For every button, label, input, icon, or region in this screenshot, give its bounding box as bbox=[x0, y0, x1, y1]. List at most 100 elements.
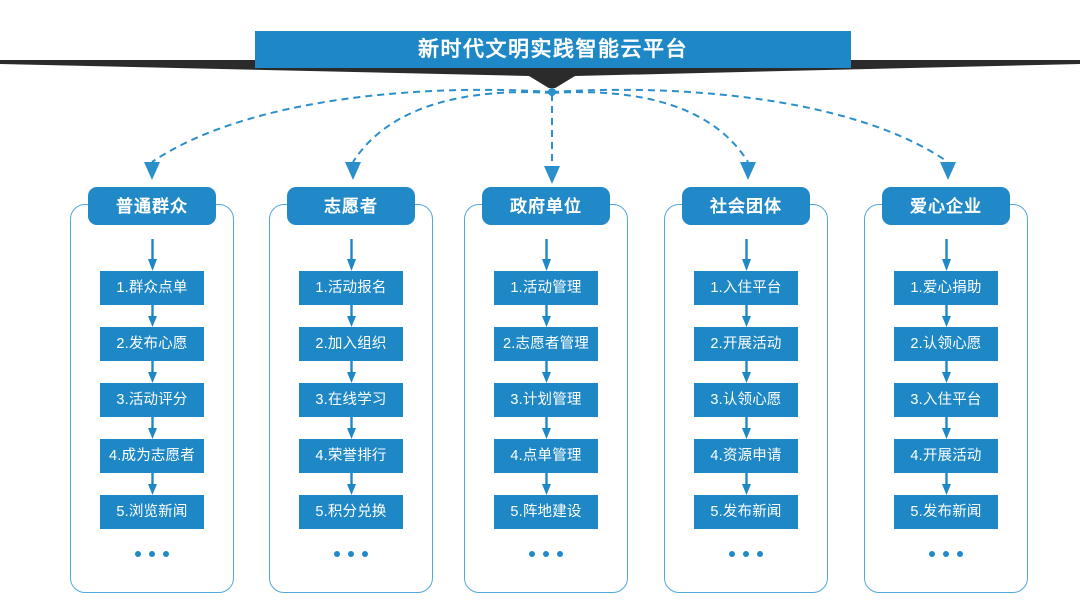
step-item[interactable]: 4.开展活动 bbox=[894, 439, 998, 473]
down-arrow-icon bbox=[541, 239, 551, 271]
role-column-aixinqiye[interactable]: 爱心企业 1.爱心捐助 2.认领心愿 3.入住平台 4.开展活动 5.发布新闻 bbox=[864, 187, 1028, 593]
step-label: 5.阵地建设 bbox=[510, 503, 582, 520]
step-item[interactable]: 4.成为志愿者 bbox=[100, 439, 204, 473]
down-arrow-icon bbox=[941, 305, 951, 327]
step-item[interactable]: 5.积分兑换 bbox=[299, 495, 403, 529]
column-steps-3: 1.活动管理 2.志愿者管理 3.计划管理 4.点单管理 5.阵地建设 bbox=[465, 239, 627, 592]
role-column-shehuituanti[interactable]: 社会团体 1.入住平台 2.开展活动 3.认领心愿 4.资源申请 5.发布新闻 bbox=[664, 187, 828, 593]
down-arrow-icon bbox=[346, 473, 356, 495]
down-arrow-icon bbox=[941, 473, 951, 495]
step-label: 2.加入组织 bbox=[315, 335, 387, 352]
column-header-5[interactable]: 爱心企业 bbox=[882, 187, 1010, 225]
step-label: 3.活动评分 bbox=[116, 391, 188, 408]
more-indicator bbox=[135, 551, 169, 557]
title-banner: 新时代文明实践智能云平台 bbox=[0, 0, 1080, 100]
step-item[interactable]: 1.活动报名 bbox=[299, 271, 403, 305]
step-item[interactable]: 2.发布心愿 bbox=[100, 327, 204, 361]
connector-arrowhead-2 bbox=[345, 162, 361, 180]
dot-icon bbox=[163, 551, 169, 557]
step-label: 5.浏览新闻 bbox=[116, 503, 188, 520]
column-header-3[interactable]: 政府单位 bbox=[482, 187, 610, 225]
down-arrow-icon bbox=[147, 473, 157, 495]
step-item[interactable]: 4.荣誉排行 bbox=[299, 439, 403, 473]
step-item[interactable]: 5.浏览新闻 bbox=[100, 495, 204, 529]
more-indicator bbox=[729, 551, 763, 557]
step-label: 4.成为志愿者 bbox=[109, 447, 195, 464]
page-title: 新时代文明实践智能云平台 bbox=[418, 38, 688, 61]
step-label: 4.点单管理 bbox=[510, 447, 582, 464]
step-item[interactable]: 1.活动管理 bbox=[494, 271, 598, 305]
step-item[interactable]: 5.发布新闻 bbox=[894, 495, 998, 529]
column-header-2[interactable]: 志愿者 bbox=[287, 187, 415, 225]
step-item[interactable]: 2.志愿者管理 bbox=[494, 327, 598, 361]
dot-icon bbox=[557, 551, 563, 557]
down-arrow-icon bbox=[541, 305, 551, 327]
column-header-4[interactable]: 社会团体 bbox=[682, 187, 810, 225]
step-label: 3.入住平台 bbox=[910, 391, 982, 408]
down-arrow-icon bbox=[147, 305, 157, 327]
down-arrow-icon bbox=[741, 361, 751, 383]
step-item[interactable]: 3.在线学习 bbox=[299, 383, 403, 417]
dot-icon bbox=[348, 551, 354, 557]
more-indicator bbox=[929, 551, 963, 557]
down-arrow-icon bbox=[346, 361, 356, 383]
step-label: 5.发布新闻 bbox=[910, 503, 982, 520]
step-item[interactable]: 1.爱心捐助 bbox=[894, 271, 998, 305]
step-item[interactable]: 5.发布新闻 bbox=[694, 495, 798, 529]
down-arrow-icon bbox=[941, 417, 951, 439]
step-item[interactable]: 2.开展活动 bbox=[694, 327, 798, 361]
dot-icon bbox=[362, 551, 368, 557]
step-item[interactable]: 3.活动评分 bbox=[100, 383, 204, 417]
dot-icon bbox=[334, 551, 340, 557]
step-label: 2.发布心愿 bbox=[116, 335, 188, 352]
step-label: 3.认领心愿 bbox=[710, 391, 782, 408]
column-header-label: 爱心企业 bbox=[910, 196, 982, 216]
step-item[interactable]: 3.入住平台 bbox=[894, 383, 998, 417]
step-label: 5.发布新闻 bbox=[710, 503, 782, 520]
step-item[interactable]: 4.点单管理 bbox=[494, 439, 598, 473]
step-item[interactable]: 5.阵地建设 bbox=[494, 495, 598, 529]
down-arrow-icon bbox=[147, 239, 157, 271]
down-arrow-icon bbox=[541, 473, 551, 495]
step-item[interactable]: 1.入住平台 bbox=[694, 271, 798, 305]
step-label: 5.积分兑换 bbox=[315, 503, 387, 520]
step-item[interactable]: 4.资源申请 bbox=[694, 439, 798, 473]
dot-icon bbox=[135, 551, 141, 557]
column-header-1[interactable]: 普通群众 bbox=[88, 187, 216, 225]
down-arrow-icon bbox=[541, 417, 551, 439]
column-steps-5: 1.爱心捐助 2.认领心愿 3.入住平台 4.开展活动 5.发布新闻 bbox=[865, 239, 1027, 592]
step-label: 4.资源申请 bbox=[710, 447, 782, 464]
dot-icon bbox=[529, 551, 535, 557]
column-steps-1: 1.群众点单 2.发布心愿 3.活动评分 4.成为志愿者 5.浏览新闻 bbox=[71, 239, 233, 592]
down-arrow-icon bbox=[941, 361, 951, 383]
down-arrow-icon bbox=[346, 239, 356, 271]
dot-icon bbox=[943, 551, 949, 557]
column-header-label: 普通群众 bbox=[116, 196, 188, 216]
step-item[interactable]: 2.加入组织 bbox=[299, 327, 403, 361]
down-arrow-icon bbox=[346, 305, 356, 327]
step-label: 3.在线学习 bbox=[315, 391, 387, 408]
connector-to-column-4 bbox=[551, 91, 749, 163]
role-column-zhiyuanzhe[interactable]: 志愿者 1.活动报名 2.加入组织 3.在线学习 4.荣誉排行 5.积分兑换 bbox=[269, 187, 433, 593]
step-item[interactable]: 2.认领心愿 bbox=[894, 327, 998, 361]
down-arrow-icon bbox=[741, 417, 751, 439]
step-label: 4.开展活动 bbox=[910, 447, 982, 464]
step-item[interactable]: 1.群众点单 bbox=[100, 271, 204, 305]
connector-arrowhead-1 bbox=[144, 162, 160, 180]
step-label: 1.爱心捐助 bbox=[910, 279, 982, 296]
step-item[interactable]: 3.认领心愿 bbox=[694, 383, 798, 417]
more-indicator bbox=[529, 551, 563, 557]
dot-icon bbox=[543, 551, 549, 557]
step-item[interactable]: 3.计划管理 bbox=[494, 383, 598, 417]
step-label: 1.活动报名 bbox=[315, 279, 387, 296]
step-label: 1.活动管理 bbox=[510, 279, 582, 296]
role-column-putongqunzhong[interactable]: 普通群众 1.群众点单 2.发布心愿 3.活动评分 4.成为志愿者 5.浏览新闻 bbox=[70, 187, 234, 593]
step-label: 2.开展活动 bbox=[710, 335, 782, 352]
dot-icon bbox=[757, 551, 763, 557]
more-indicator bbox=[334, 551, 368, 557]
column-steps-2: 1.活动报名 2.加入组织 3.在线学习 4.荣誉排行 5.积分兑换 bbox=[270, 239, 432, 592]
step-label: 1.群众点单 bbox=[116, 279, 188, 296]
step-label: 2.志愿者管理 bbox=[503, 335, 589, 352]
role-column-zhengfudanwei[interactable]: 政府单位 1.活动管理 2.志愿者管理 3.计划管理 4.点单管理 5.阵地建设 bbox=[464, 187, 628, 593]
column-steps-4: 1.入住平台 2.开展活动 3.认领心愿 4.资源申请 5.发布新闻 bbox=[665, 239, 827, 592]
